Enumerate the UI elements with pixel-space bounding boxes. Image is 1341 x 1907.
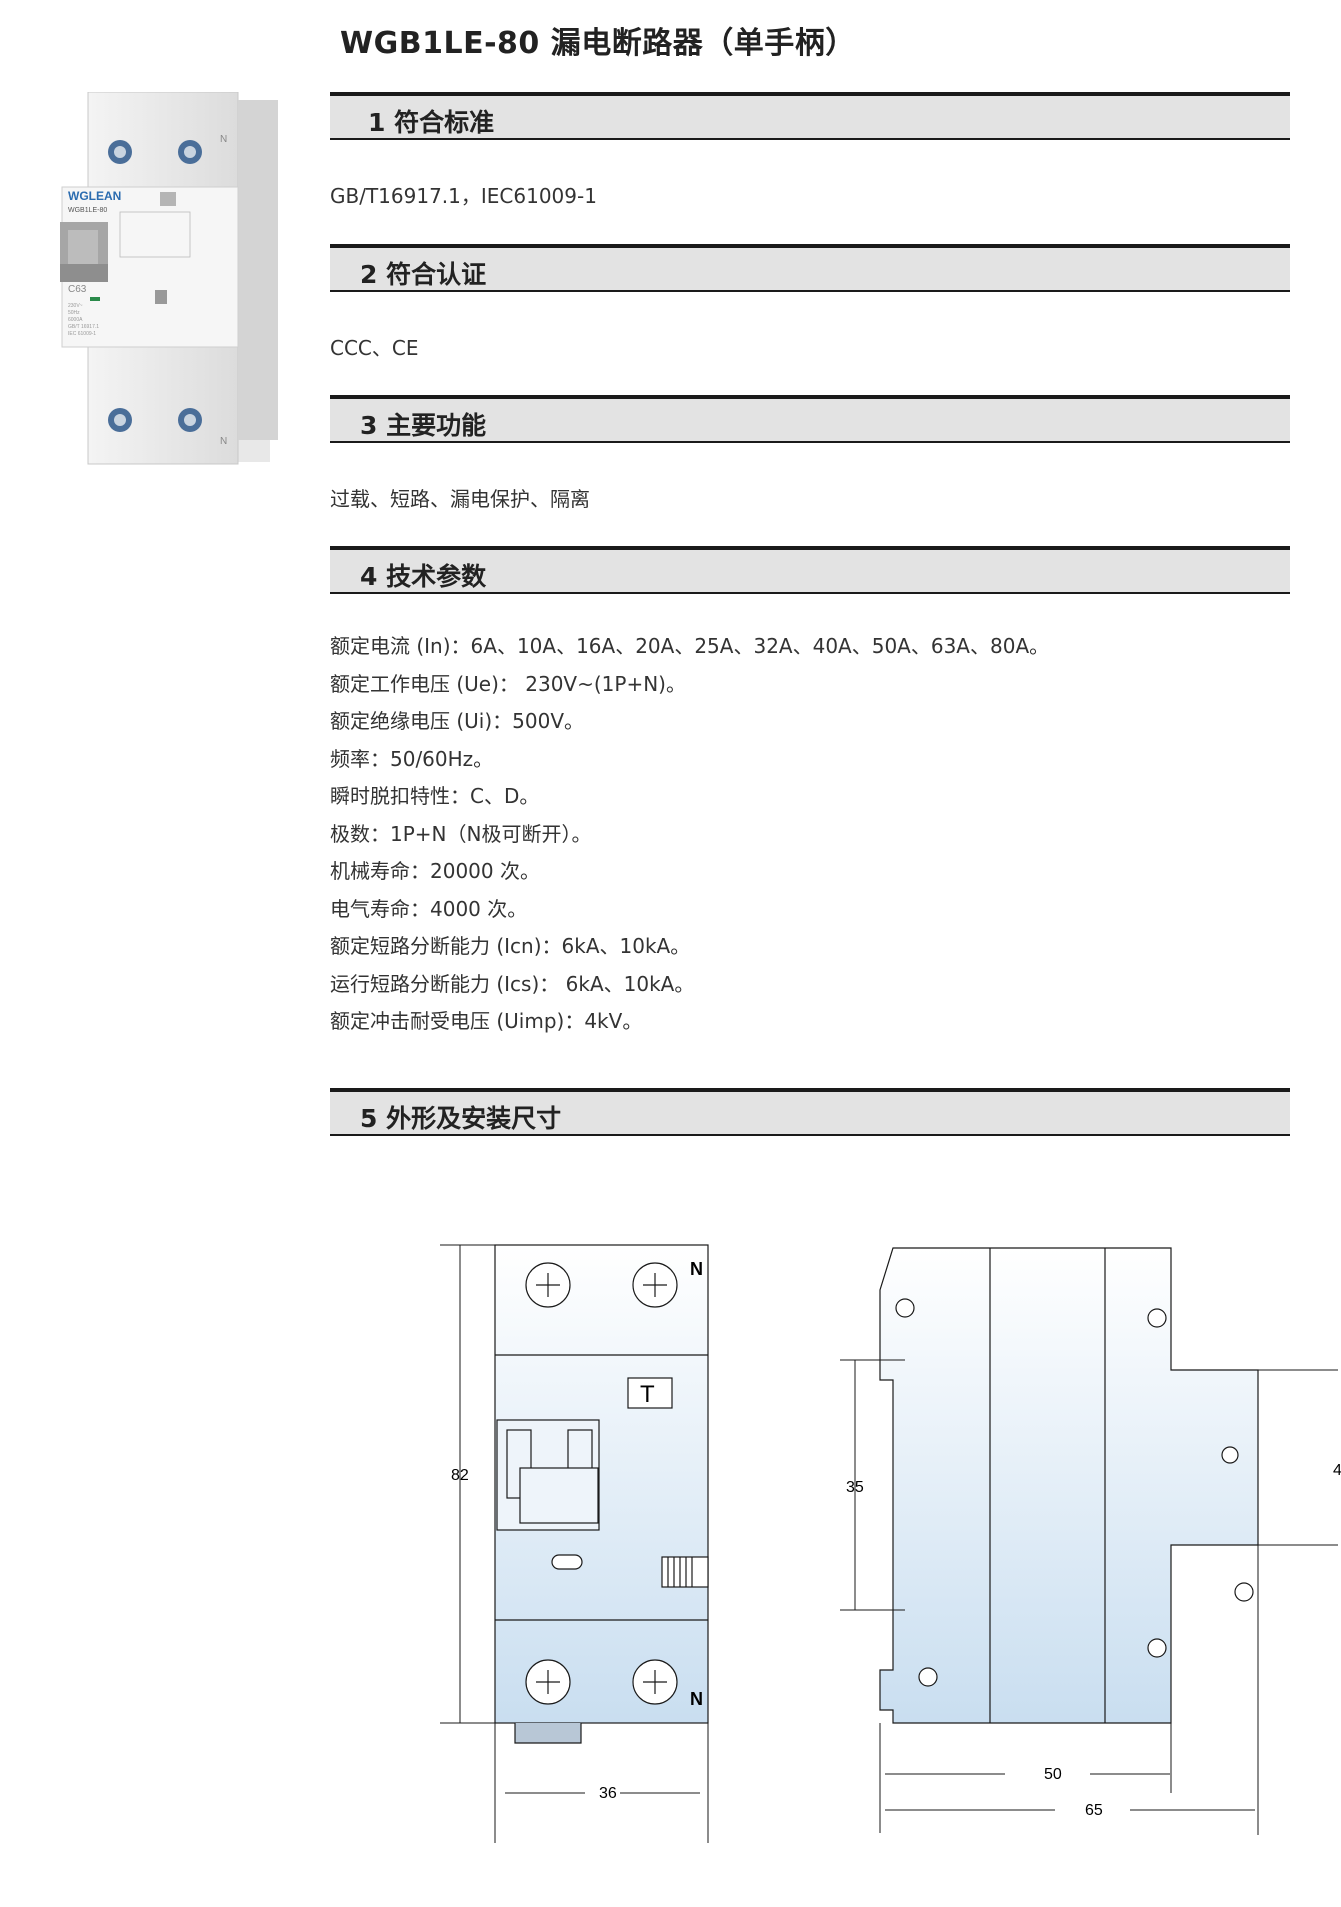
param-poles: 极数：1P+N（N极可断开）。 (330, 821, 592, 846)
section-dimensions-title: 5 外形及安装尺寸 (360, 1104, 562, 1133)
param-icn: 额定短路分断能力 (Icn)：6kA、10kA。 (330, 934, 691, 958)
dim-depth-total: 65 (1085, 1802, 1103, 1819)
product-image: N WGLEAN WGB1LE-80 C63 230V~ 50Hz 6000A … (60, 92, 278, 465)
param-mechanical-life: 机械寿命：20000 次。 (330, 859, 540, 883)
section-certification-body: CCC、CE (330, 336, 419, 360)
test-button-label: T (640, 1381, 655, 1408)
param-rated-voltage: 额定工作电压 (Ue)： 230V~(1P+N)。 (330, 671, 686, 696)
neutral-label-top: N (690, 1259, 703, 1279)
section-functions-body: 过载、短路、漏电保护、隔离 (330, 487, 590, 511)
param-electrical-life: 电气寿命：4000 次。 (330, 896, 528, 921)
section-functions-header: 3 主要功能 (330, 395, 1290, 443)
spec-text-5: IEC 61009-1 (68, 331, 96, 337)
spec-text-1: 230V~ (68, 303, 83, 309)
dim-width: 36 (599, 1785, 617, 1802)
section-dimensions-header: 5 外形及安装尺寸 (330, 1088, 1290, 1136)
param-uimp: 额定冲击耐受电压 (Uimp)：4kV。 (330, 1009, 643, 1033)
param-trip-characteristic: 瞬时脱扣特性：C、D。 (330, 784, 540, 808)
page-title: WGB1LE-80 漏电断路器（单手柄） (340, 26, 856, 61)
model-label: WGB1LE-80 (68, 207, 107, 214)
section-params-header: 4 技术参数 (330, 546, 1290, 594)
dim-rail: 35 (846, 1479, 864, 1496)
rating-label: C63 (68, 284, 87, 295)
side-view (840, 1247, 1338, 1835)
section-params-title: 4 技术参数 (360, 562, 487, 591)
param-rated-current: 额定电流 (In)：6A、10A、16A、20A、25A、32A、40A、50A… (330, 634, 1050, 658)
brand-logo: WGLEAN (68, 189, 121, 203)
section-standards-header: 1 符合标准 (330, 92, 1290, 140)
section-functions-title: 3 主要功能 (360, 411, 487, 440)
tech-params-list: 额定电流 (In)：6A、10A、16A、20A、25A、32A、40A、50A… (330, 628, 1049, 1041)
param-ics: 运行短路分断能力 (Ics)： 6kA、10kA。 (330, 971, 695, 996)
neutral-mark-bottom: N (220, 436, 227, 447)
param-insulation-voltage: 额定绝缘电压 (Ui)：500V。 (330, 709, 585, 733)
dim-height: 82 (451, 1467, 469, 1484)
section-standards-title: 1 符合标准 (368, 108, 495, 137)
spec-text-4: GB/T 16917.1 (68, 324, 99, 330)
front-view (440, 1244, 709, 1843)
spec-text-3: 6000A (68, 317, 83, 323)
section-certification-header: 2 符合认证 (330, 244, 1290, 292)
neutral-label-bottom: N (690, 1689, 703, 1709)
dimension-drawing: 82 36 N N T 35 50 65 4 (440, 1244, 1341, 1843)
dim-right-partial: 4 (1333, 1462, 1341, 1479)
section-certification-title: 2 符合认证 (360, 260, 487, 289)
neutral-mark: N (220, 134, 227, 145)
dim-depth-mid: 50 (1044, 1766, 1062, 1783)
spec-text-2: 50Hz (68, 310, 80, 316)
section-standards-body: GB/T16917.1，IEC61009-1 (330, 184, 597, 208)
param-frequency: 频率：50/60Hz。 (330, 746, 494, 771)
